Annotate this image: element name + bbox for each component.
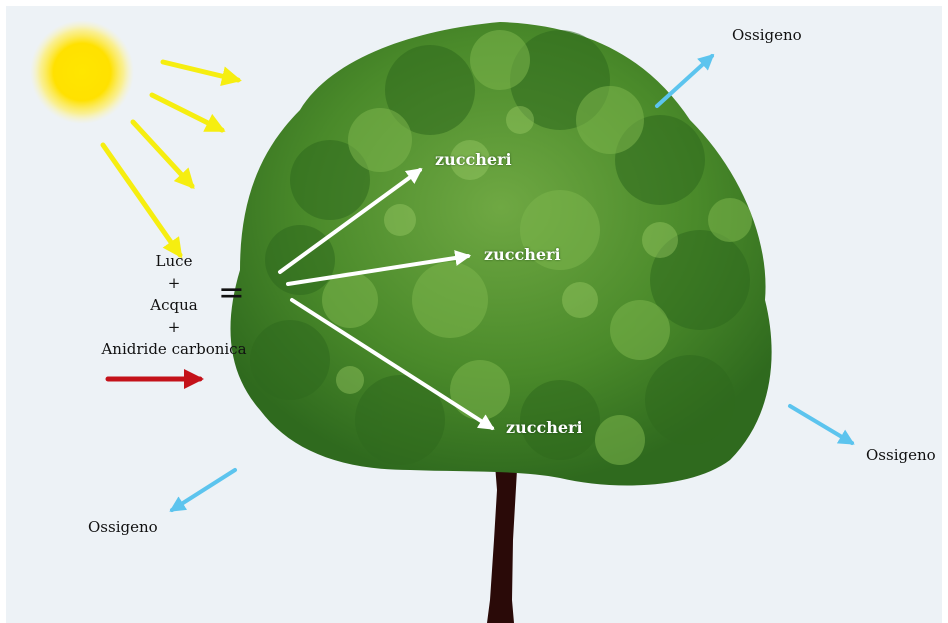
sunlight-arrow <box>163 62 238 80</box>
oxygen-label: Ossigeno <box>88 518 158 536</box>
light-label: Luce <box>74 250 274 272</box>
oxygen-arrow <box>172 470 235 510</box>
equals-sign: = <box>218 276 245 308</box>
sunlight-arrow <box>152 95 222 130</box>
oxygen-label: Ossigeno <box>732 26 802 44</box>
tree-trunk <box>487 452 517 623</box>
carbon-dioxide-label: Anidride carbonica <box>74 338 274 360</box>
sunlight-arrow <box>133 122 192 186</box>
sugar-label: zuccheri <box>484 245 561 264</box>
sugar-label: zuccheri <box>506 418 583 437</box>
oxygen-arrow <box>790 406 852 443</box>
sugar-label: zuccheri <box>435 150 512 169</box>
plus-sign: + <box>74 316 274 338</box>
oxygen-label: Ossigeno <box>866 446 936 464</box>
oxygen-arrow <box>657 56 712 106</box>
sun-icon <box>30 20 134 124</box>
